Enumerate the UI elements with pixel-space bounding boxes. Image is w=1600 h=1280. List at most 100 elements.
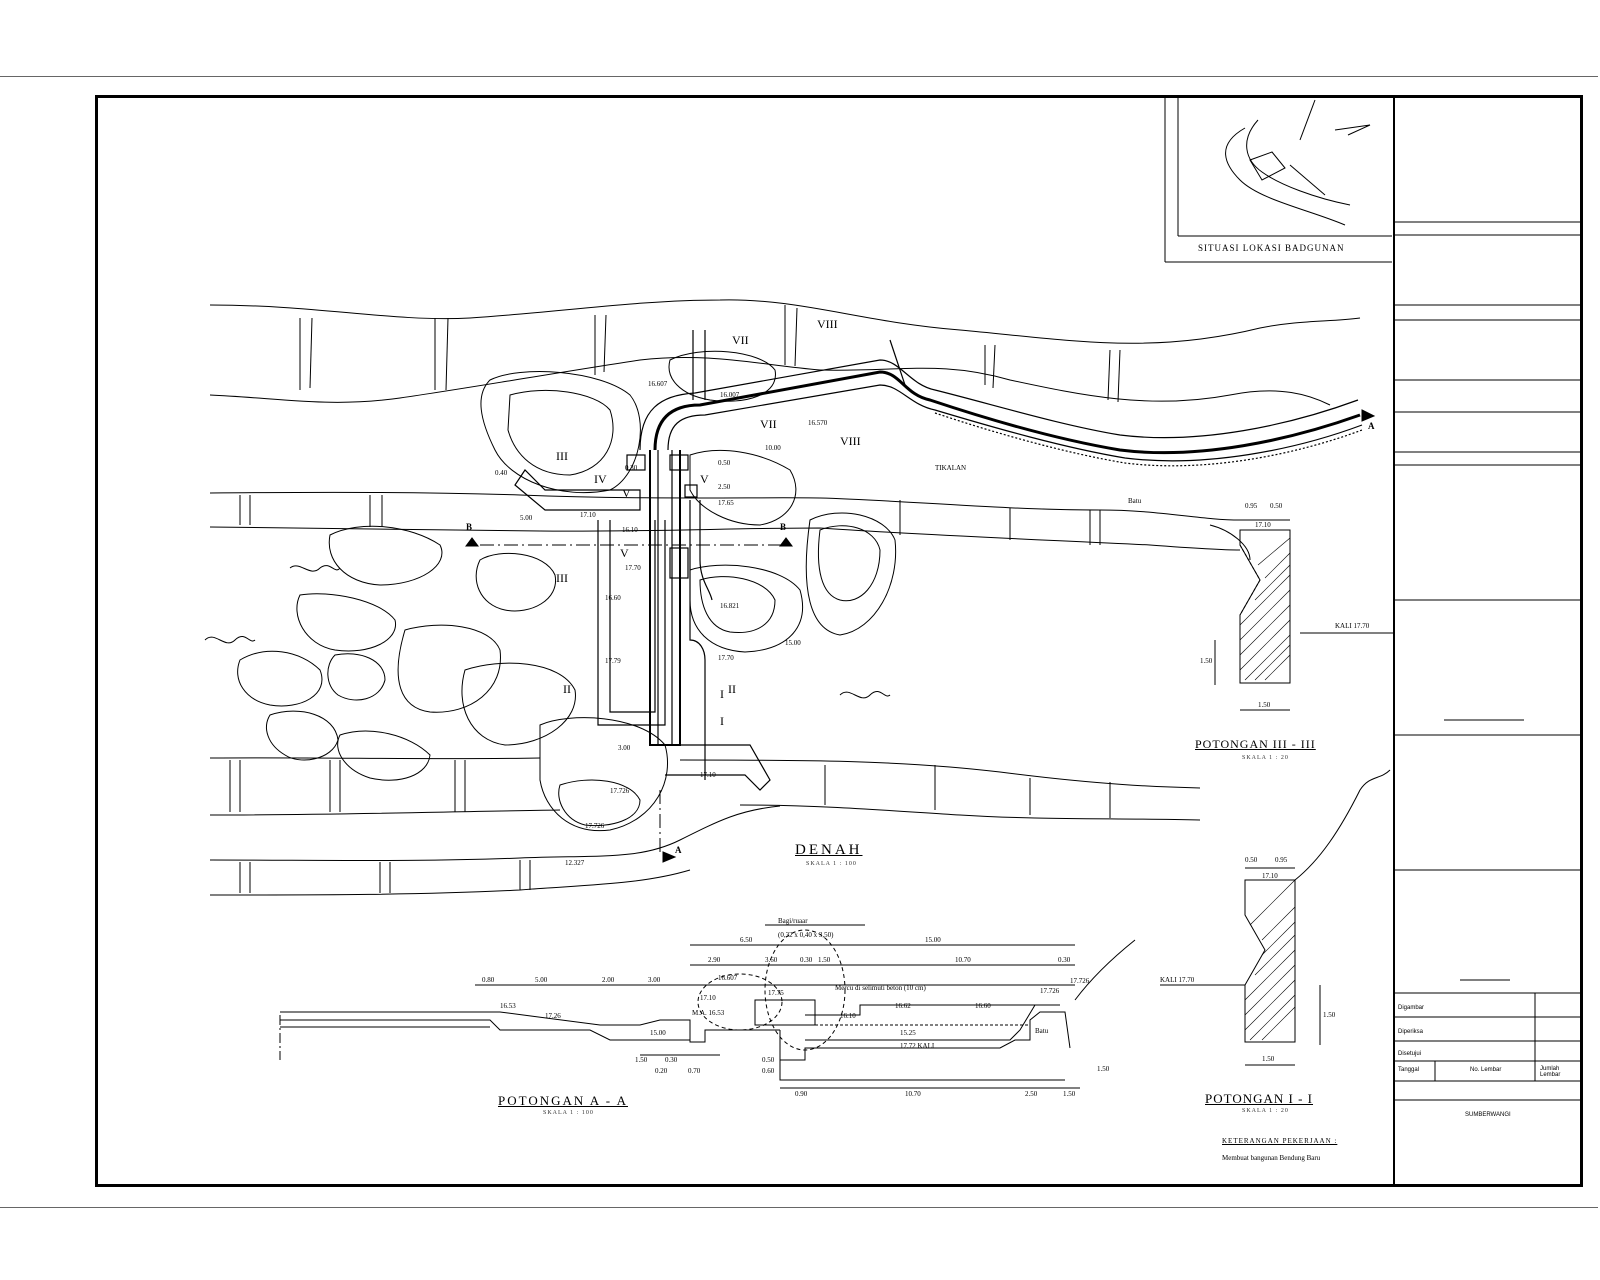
- tb-checked-label: Diperiksa: [1398, 1029, 1424, 1035]
- section-i-dim: 1.50: [1323, 1011, 1336, 1019]
- plan-dim: 0.30: [625, 464, 638, 472]
- plan-dim: 5.00: [520, 514, 533, 522]
- section-i-kali: KALI 17.70: [1160, 976, 1195, 984]
- roman-label: III: [556, 571, 568, 585]
- drawing-sheet: [0, 76, 1598, 1208]
- section-iii-dim: 1.50: [1258, 701, 1271, 709]
- section-arrows: [465, 409, 1376, 863]
- tb-footer: SUMBERWANGI: [1465, 1112, 1511, 1118]
- section-aa-dim: 0.50: [762, 1056, 775, 1064]
- plan-dim: 17.65: [718, 499, 734, 507]
- roman-label: IV: [594, 472, 607, 486]
- plan-dim: 17.726: [585, 822, 605, 830]
- river-banks: [209, 299, 1361, 896]
- section-aa-dim: 3.00: [648, 976, 661, 984]
- section-marker-b-right: B: [780, 522, 787, 532]
- section-aa-level: 17.726: [1040, 987, 1060, 995]
- section-aa-dim: 1.50: [818, 956, 831, 964]
- roman-label: V: [620, 546, 629, 560]
- plan-dim: 17.10: [580, 511, 596, 519]
- section-aa-pipe-note: Mercu di selimuti beton (10 cm): [835, 984, 926, 992]
- plan-dim: 10.00: [765, 444, 781, 452]
- plan-dim: 0.40: [495, 469, 508, 477]
- section-iii-title: POTONGAN III - III: [1195, 737, 1316, 751]
- section-iii-dim: 0.50: [1270, 502, 1283, 510]
- notes-heading: KETERANGAN PEKERJAAN :: [1222, 1137, 1338, 1145]
- section-iii-level: 17.10: [1255, 521, 1271, 529]
- roman-label: V: [700, 472, 709, 486]
- section-aa-level: 16.53: [500, 1002, 516, 1010]
- section-aa-dim: 0.30: [665, 1056, 678, 1064]
- plan-title: DENAH: [795, 842, 863, 858]
- section-aa-bed: 17.72 KALI: [900, 1042, 935, 1050]
- section-aa-dim: 15.00: [925, 936, 941, 944]
- section-aa-dim: 0.80: [482, 976, 495, 984]
- roman-label: V: [622, 486, 631, 500]
- section-i-level: 17.10: [1262, 872, 1278, 880]
- section-aa-dim: 6.50: [740, 936, 753, 944]
- section-aa-dim: 0.90: [795, 1090, 808, 1098]
- roman-label: VII: [760, 417, 777, 431]
- section-aa-dim: 2.00: [602, 976, 615, 984]
- notes-text: Membuat bangunan Bendung Baru: [1222, 1154, 1321, 1162]
- section-aa-dim: 0.70: [688, 1067, 701, 1075]
- section-aa-level: 17.75: [768, 989, 784, 997]
- plan-dim: 16.607: [648, 380, 668, 388]
- plan-dim: 3.00: [618, 744, 631, 752]
- tb-date-label: Tanggal: [1398, 1067, 1420, 1073]
- roman-label: VIII: [817, 317, 838, 331]
- section-aa-level: 15.00: [650, 1029, 666, 1037]
- section-aa-dim: 1.50: [635, 1056, 648, 1064]
- section-aa-level: 16.10: [840, 1012, 856, 1020]
- section-aa-dim: 0.30: [1058, 956, 1071, 964]
- section-iii-iii: [1209, 519, 1395, 711]
- section-aa-dim: 10.70: [905, 1090, 921, 1098]
- plan-dim: 0.50: [718, 459, 731, 467]
- section-i-dim: 0.95: [1275, 856, 1288, 864]
- roman-label: II: [563, 682, 571, 696]
- section-aa-title: POTONGAN A - A: [498, 1093, 628, 1108]
- situation-inset: [1164, 97, 1392, 263]
- section-marker-b-left: B: [466, 522, 473, 532]
- bank-hatching: [229, 305, 1121, 893]
- batu-label: Batu: [1128, 497, 1142, 505]
- roman-label: II: [728, 682, 736, 696]
- section-marker-a-right: A: [1368, 421, 1375, 431]
- section-aa: [279, 924, 1136, 1089]
- plan-dim: 16.821: [720, 602, 740, 610]
- plan-dim: 16.10: [622, 526, 638, 534]
- section-aa-dim: 1.50: [1063, 1090, 1076, 1098]
- section-iii-hatch: [1239, 537, 1291, 681]
- section-lines: [480, 544, 790, 855]
- section-i-dim: 1.50: [1262, 1055, 1275, 1063]
- plan-dim: 12.327: [565, 859, 585, 867]
- plan-dim: 17.70: [625, 564, 641, 572]
- plan-dim: 17.10: [700, 771, 716, 779]
- section-aa-dim: 2.50: [1025, 1090, 1038, 1098]
- boulders: [237, 350, 897, 832]
- section-aa-level: 15.25: [900, 1029, 916, 1037]
- section-aa-batu: Batu: [1035, 1027, 1049, 1035]
- section-aa-dim: 10.70: [955, 956, 971, 964]
- plan-dim: 16.60: [605, 594, 621, 602]
- plan-dim: 16.007: [720, 391, 740, 399]
- section-i-scale: SKALA 1 : 20: [1242, 1108, 1289, 1114]
- section-aa-level: 17.726: [1070, 977, 1090, 985]
- water-symbol: [289, 565, 341, 572]
- section-i-title: POTONGAN I - I: [1205, 1091, 1314, 1106]
- roman-label: VIII: [840, 434, 861, 448]
- plan-dim: 17.726: [610, 787, 630, 795]
- section-aa-notch-size: (0,32 x 0,40 x 3,50): [778, 931, 834, 939]
- section-aa-level: 16.62: [895, 1002, 911, 1010]
- section-aa-dim: 1.50: [1097, 1065, 1110, 1073]
- water-symbol: [204, 635, 256, 644]
- section-aa-level: 16.60: [975, 1002, 991, 1010]
- drawing-frame: [95, 95, 1583, 1187]
- section-i-i: [1160, 769, 1391, 1066]
- tikalan-label: TIKALAN: [935, 464, 967, 472]
- section-aa-dim: 2.90: [708, 956, 721, 964]
- section-i-hatch: [1244, 879, 1296, 1041]
- section-marker-a-bottom: A: [675, 845, 682, 855]
- section-iii-dim: 0.95: [1245, 502, 1258, 510]
